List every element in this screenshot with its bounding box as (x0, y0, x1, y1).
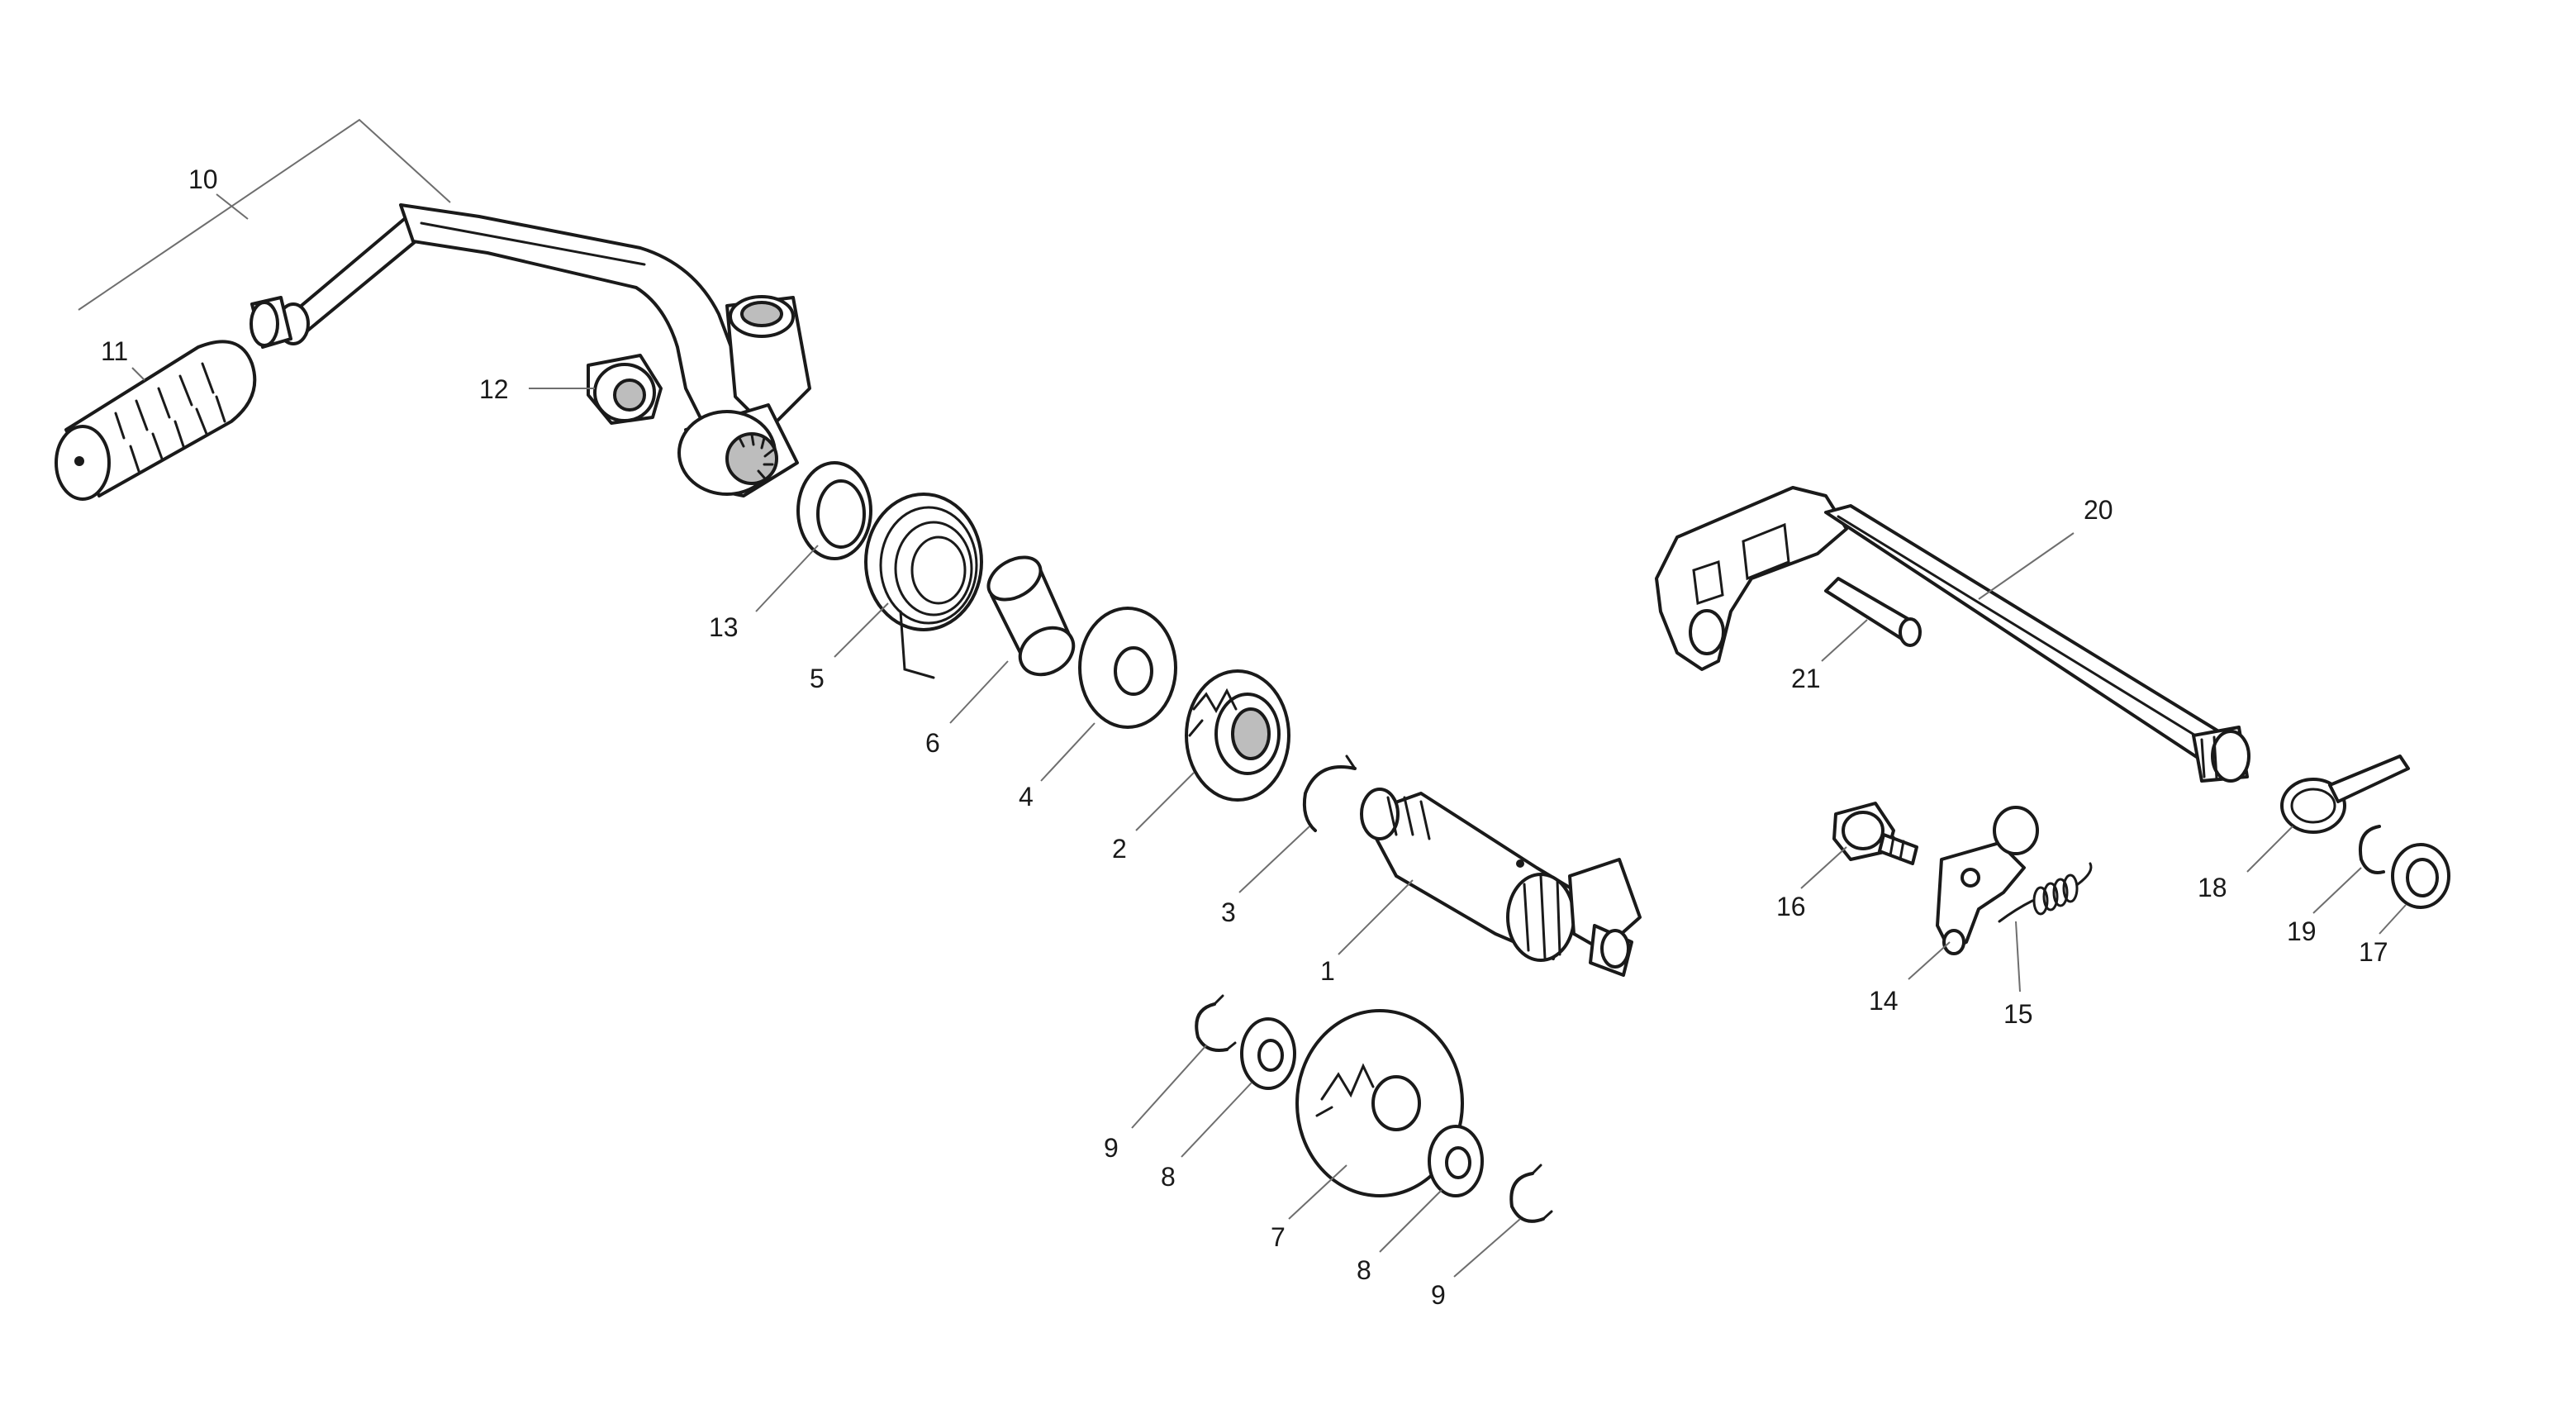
idler-washer-left (1240, 1017, 1296, 1090)
callout-21: 21 (1791, 664, 1821, 693)
shift-pin (1824, 577, 1922, 647)
callout-13: 13 (709, 612, 739, 642)
circlip-left (1195, 994, 1237, 1052)
leader-lines (78, 118, 2407, 1278)
spring-guide-sleeve (986, 555, 1076, 677)
shift-return-spring (2280, 754, 2410, 834)
callout-5: 5 (810, 664, 825, 693)
ratchet-gear (1185, 669, 1290, 802)
callout-7: 7 (1271, 1222, 1286, 1252)
callout-15: 15 (2003, 999, 2033, 1029)
shift-oil-seal (2391, 843, 2450, 909)
stopper-bolt (1832, 802, 1918, 865)
kick-lever-rubber-grip (55, 340, 257, 501)
idler-gear (1295, 1009, 1464, 1197)
callout-9-left: 9 (1104, 1133, 1119, 1163)
callout-18: 18 (2198, 873, 2227, 902)
stopper-spring (1998, 862, 2093, 923)
callout-10: 10 (188, 164, 218, 194)
oil-seal (796, 461, 872, 560)
callout-12: 12 (479, 374, 509, 404)
callout-4: 4 (1019, 782, 1034, 812)
callout-8-right: 8 (1357, 1255, 1371, 1285)
callout-6: 6 (925, 728, 940, 758)
callout-2: 2 (1112, 834, 1127, 864)
thrust-washer (1078, 607, 1177, 729)
kickstart-shaft (1360, 788, 1642, 977)
lever-nut (587, 354, 663, 425)
callout-8-left: 8 (1161, 1162, 1176, 1192)
shift-circlip (2359, 825, 2385, 874)
callout-3: 3 (1221, 897, 1236, 927)
idler-washer-right (1428, 1125, 1484, 1197)
ratchet-circlip (1302, 754, 1357, 832)
callout-17: 17 (2359, 937, 2388, 967)
gear-shift-shaft (1655, 486, 2250, 783)
kick-return-spring (864, 493, 983, 679)
callout-14: 14 (1869, 986, 1899, 1016)
kick-lever-assembly (250, 203, 811, 497)
circlip-right (1509, 1164, 1553, 1223)
callout-16: 16 (1776, 892, 1806, 921)
callout-20: 20 (2084, 495, 2113, 525)
callout-labels: 10 11 12 13 5 6 4 2 3 1 9 8 7 8 9 20 21 … (101, 164, 2388, 1310)
stopper-arm (1936, 806, 2039, 955)
callout-11: 11 (101, 336, 128, 366)
callout-19: 19 (2287, 916, 2317, 946)
callout-9-right: 9 (1431, 1280, 1446, 1310)
callout-1: 1 (1320, 956, 1335, 986)
lever-pin-bushing (250, 296, 292, 349)
